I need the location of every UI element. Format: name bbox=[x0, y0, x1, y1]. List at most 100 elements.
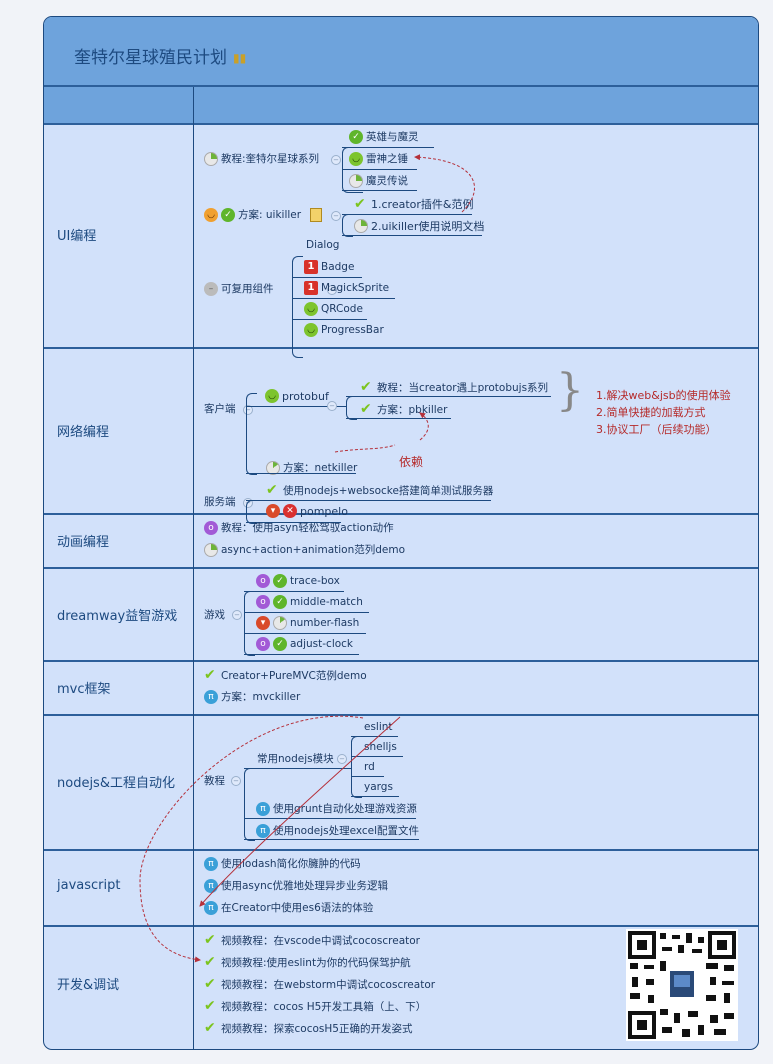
row-label: 开发&调试 bbox=[57, 978, 120, 993]
list-item[interactable]: ✔视频教程：在webstorm中调试cocoscreator bbox=[204, 976, 436, 992]
node-child[interactable]: ◡雷神之锤 bbox=[349, 151, 408, 166]
node-components[interactable]: –可复用组件 bbox=[204, 281, 274, 296]
note-line: 2.简单快捷的加载方式 bbox=[596, 406, 706, 419]
check-icon: ✓ bbox=[273, 574, 287, 588]
underline bbox=[351, 776, 384, 777]
list-item[interactable]: ✔视频教程:使用eslint为你的代码保驾护航 bbox=[204, 954, 411, 970]
checkmark-icon: ✔ bbox=[354, 196, 366, 212]
node-games[interactable]: 游戏 bbox=[204, 609, 225, 621]
node-protobuf[interactable]: ◡protobuf bbox=[265, 389, 329, 403]
checkmark-icon: ✔ bbox=[204, 976, 216, 992]
list-item[interactable]: async+action+animation范列demo bbox=[204, 542, 405, 557]
collapse-button[interactable]: − bbox=[243, 405, 253, 415]
list-item[interactable]: ✔视频教程：探索cocosH5正确的开发姿式 bbox=[204, 1020, 413, 1036]
branch bbox=[246, 393, 257, 475]
row-label: mvc框架 bbox=[57, 682, 111, 697]
module-item[interactable]: shelljs bbox=[364, 741, 397, 753]
node-client[interactable]: 客户端 bbox=[204, 403, 236, 415]
checkmark-icon: ✔ bbox=[360, 379, 372, 395]
list-item[interactable]: ✔视频教程：cocos H5开发工具箱（上、下） bbox=[204, 998, 427, 1014]
node-child[interactable]: 魔灵传说 bbox=[349, 173, 408, 188]
crying-icon: π bbox=[256, 801, 270, 816]
list-item[interactable]: ▾number-flash bbox=[256, 616, 359, 630]
checkmark-icon: ✔ bbox=[204, 998, 216, 1014]
node-tutorial[interactable]: 教程 bbox=[204, 775, 225, 787]
node-plan[interactable]: ◡✓方案: uikiller bbox=[204, 207, 323, 222]
angry-icon: ▾ bbox=[266, 504, 280, 518]
underline bbox=[244, 768, 352, 769]
node-child[interactable]: ✔方案：pbkiller bbox=[360, 401, 448, 417]
surprised-icon: o bbox=[204, 520, 218, 535]
node-child[interactable]: ◡ProgressBar bbox=[304, 323, 384, 337]
row-network: 网络编程 客户端 − ◡protobuf − ✔教程：当creator遇上pro… bbox=[44, 349, 758, 524]
node-modules[interactable]: 常用nodejs模块 bbox=[257, 753, 334, 765]
checkmark-icon: ✔ bbox=[204, 954, 216, 970]
priority-1-icon: 1 bbox=[304, 260, 318, 274]
node-child[interactable]: 2.uikiller使用说明文档 bbox=[354, 218, 484, 234]
node-child[interactable]: ✔1.creator插件&范例 bbox=[354, 196, 474, 212]
note-line: 1.解决web&jsb的使用体验 bbox=[596, 389, 731, 402]
underline bbox=[244, 839, 419, 840]
branch bbox=[351, 736, 362, 798]
branch bbox=[246, 500, 257, 524]
node-server[interactable]: 服务端 bbox=[204, 496, 236, 508]
node-child[interactable]: Dialog bbox=[306, 239, 340, 251]
collapse-button[interactable]: − bbox=[331, 211, 341, 221]
list-item[interactable]: o✓middle-match bbox=[256, 595, 363, 609]
node-tutorial[interactable]: 教程:奎特尔星球系列 bbox=[204, 151, 319, 166]
depends-label: 依赖 bbox=[399, 455, 424, 469]
collapse-button[interactable]: − bbox=[327, 401, 337, 411]
collapse-button[interactable]: − bbox=[327, 285, 337, 295]
node-child[interactable]: ✓英雄与魔灵 bbox=[349, 129, 419, 144]
row-label: nodejs&工程自动化 bbox=[57, 776, 175, 791]
node-child[interactable]: ✔教程：当creator遇上protobujs系列 bbox=[360, 379, 549, 395]
angry-icon: ▾ bbox=[256, 616, 270, 630]
module-item[interactable]: eslint bbox=[364, 721, 393, 733]
underline bbox=[292, 319, 367, 320]
branch bbox=[244, 591, 255, 656]
module-item[interactable]: rd bbox=[364, 761, 375, 773]
underline bbox=[351, 756, 403, 757]
smile-icon: ◡ bbox=[304, 323, 318, 337]
collapse-button[interactable]: − bbox=[232, 610, 242, 620]
list-item[interactable]: o✓adjust-clock bbox=[256, 637, 353, 651]
branch bbox=[244, 768, 255, 841]
underline bbox=[351, 796, 399, 797]
crying-icon: π bbox=[204, 900, 218, 915]
check-icon: ✓ bbox=[221, 207, 235, 222]
node-netkiller[interactable]: 方案：netkiller bbox=[266, 460, 357, 475]
check-icon: ✓ bbox=[273, 595, 287, 609]
underline bbox=[246, 500, 491, 501]
collapse-button[interactable]: − bbox=[337, 754, 347, 764]
module-item[interactable]: yargs bbox=[364, 781, 393, 793]
collapse-button[interactable]: − bbox=[231, 776, 241, 786]
brace-icon: } bbox=[556, 365, 584, 416]
underline bbox=[244, 612, 369, 613]
crying-icon: π bbox=[256, 823, 270, 838]
header-row bbox=[44, 87, 758, 125]
progress-icon bbox=[204, 151, 218, 166]
list-item[interactable]: o✓trace-box bbox=[256, 574, 340, 588]
underline bbox=[342, 235, 482, 236]
surprised-icon: o bbox=[256, 574, 270, 588]
node-child[interactable]: ✔使用nodejs+websocke搭建简单测试服务器 bbox=[266, 482, 494, 498]
list-item[interactable]: ✔Creator+PureMVC范例demo bbox=[204, 667, 367, 683]
progress-icon bbox=[204, 542, 218, 557]
row-nodejs: nodejs&工程自动化 教程 − 常用nodejs模块 − eslint sh… bbox=[44, 716, 758, 851]
surprised-icon: o bbox=[256, 595, 270, 609]
list-item[interactable]: ✔视频教程：在vscode中调试cocoscreator bbox=[204, 932, 420, 948]
collapse-button[interactable]: − bbox=[331, 155, 341, 165]
sleepy-icon: – bbox=[204, 281, 218, 296]
branch bbox=[292, 256, 303, 358]
node-child[interactable]: ▾✕pompelo bbox=[266, 504, 348, 518]
node-child[interactable]: ◡QRCode bbox=[304, 302, 363, 316]
